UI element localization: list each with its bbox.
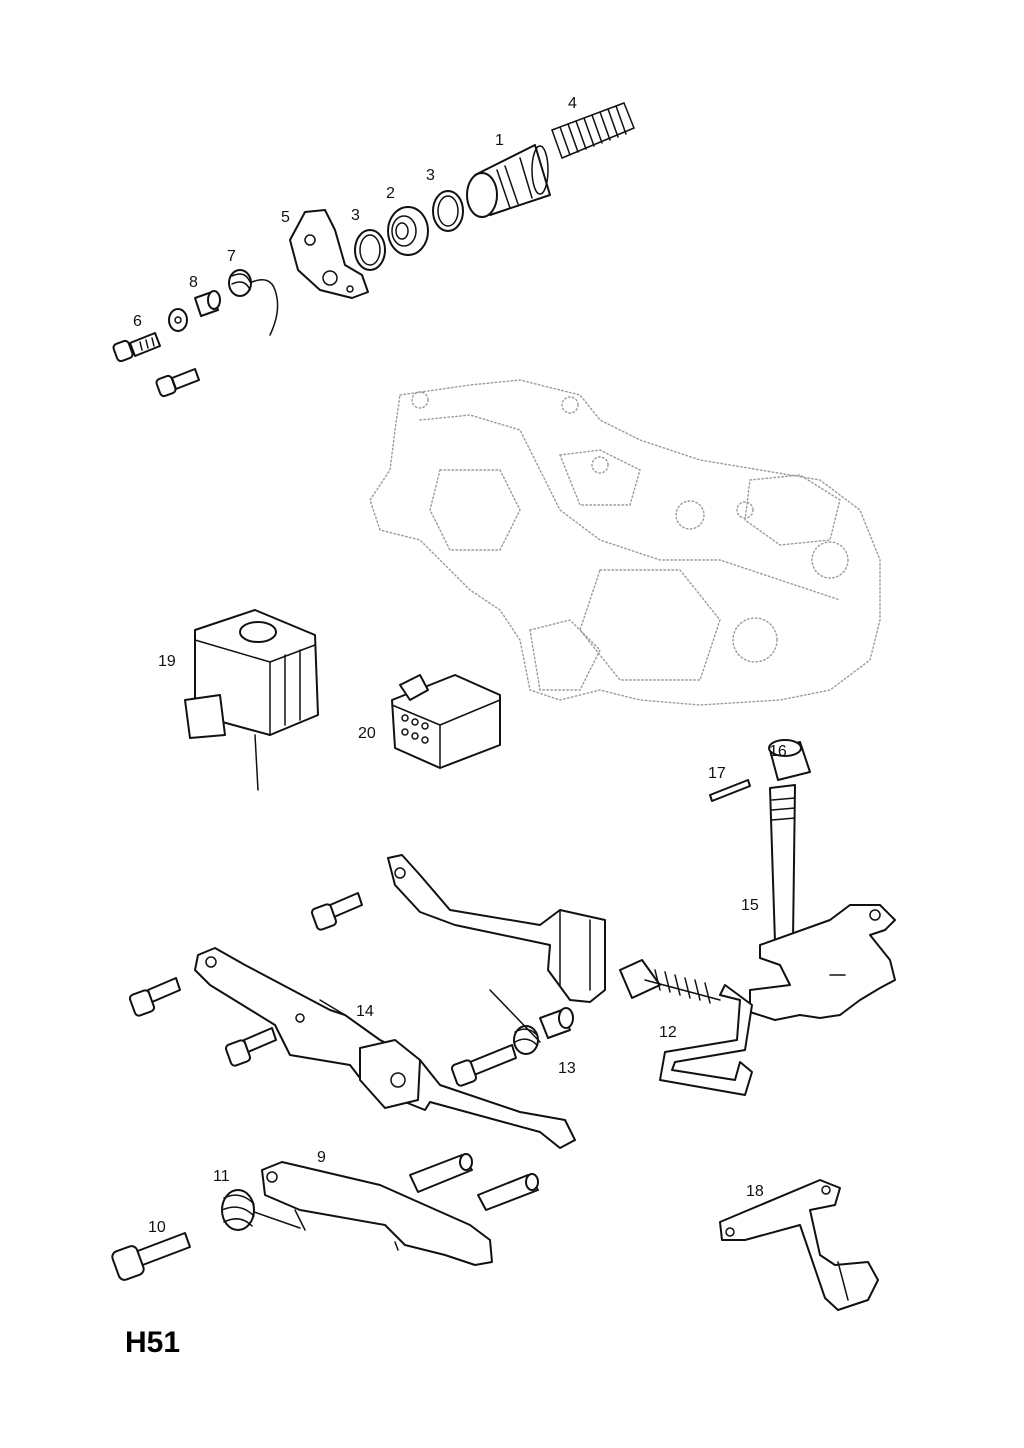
callout-3a: 3 — [351, 207, 360, 224]
callout-15: 15 — [741, 897, 759, 914]
part-8-washer — [168, 308, 188, 332]
part-12-selector-rod — [619, 959, 753, 1096]
part-20-connector — [391, 674, 501, 769]
bolt-upper — [310, 892, 363, 931]
callout-11: 11 — [213, 1168, 230, 1185]
callout-8: 8 — [189, 274, 198, 291]
callout-3b: 3 — [426, 167, 435, 184]
callout-20: 20 — [358, 725, 376, 742]
callout-17: 17 — [708, 765, 726, 782]
callout-18: 18 — [746, 1183, 764, 1200]
part-8-bush — [194, 290, 221, 317]
part-5-shift-plate — [289, 209, 369, 299]
part-19-solenoid — [184, 609, 319, 791]
callout-1: 1 — [495, 132, 504, 149]
part-16-cap — [768, 739, 811, 781]
part-18-bracket — [719, 1179, 879, 1311]
part-9-lever — [261, 1161, 493, 1266]
callout-6: 6 — [133, 313, 142, 330]
callout-12: 12 — [659, 1024, 677, 1041]
part-7-spring — [228, 269, 279, 336]
callout-9: 9 — [317, 1149, 326, 1166]
callout-16: 16 — [769, 743, 787, 760]
pin-upper — [409, 1153, 473, 1193]
callout-14: 14 — [356, 1003, 374, 1020]
leader-lines — [319, 999, 346, 1016]
part-6-screw-second — [155, 368, 200, 398]
part-17-pin — [709, 779, 751, 802]
gearbox-housing-ghost — [369, 379, 881, 706]
callout-2: 2 — [386, 185, 395, 202]
part-3-o-ring-left — [354, 229, 386, 271]
part-1-piston — [466, 144, 551, 218]
part-6-screw — [112, 332, 161, 363]
callout-19: 19 — [158, 653, 176, 670]
part-15-shift-shaft — [749, 784, 896, 1021]
part-11-spring — [221, 1189, 301, 1231]
part-13-bush — [539, 1007, 574, 1039]
callout-4: 4 — [568, 95, 577, 112]
callout-5: 5 — [281, 209, 290, 226]
part-10-bolt — [111, 1232, 191, 1281]
part-4-spring — [551, 102, 635, 159]
bracket-upper — [387, 854, 606, 1003]
bolt-middle — [224, 1027, 277, 1067]
part-14-lever — [194, 947, 576, 1149]
diagram-code: H51 — [125, 1326, 180, 1359]
callout-7: 7 — [227, 248, 236, 265]
callout-labels: 1 2 3 3 4 5 6 7 8 9 10 11 12 13 14 15 16… — [133, 95, 787, 1236]
part-3-o-ring-right — [432, 190, 464, 232]
bolt-left — [128, 977, 181, 1017]
pin-lower — [477, 1173, 539, 1211]
part-13-spring — [489, 989, 541, 1055]
part-13-bolt — [450, 1044, 517, 1087]
callout-10: 10 — [148, 1219, 166, 1236]
callout-13: 13 — [558, 1060, 576, 1077]
part-2-seal — [387, 206, 429, 256]
